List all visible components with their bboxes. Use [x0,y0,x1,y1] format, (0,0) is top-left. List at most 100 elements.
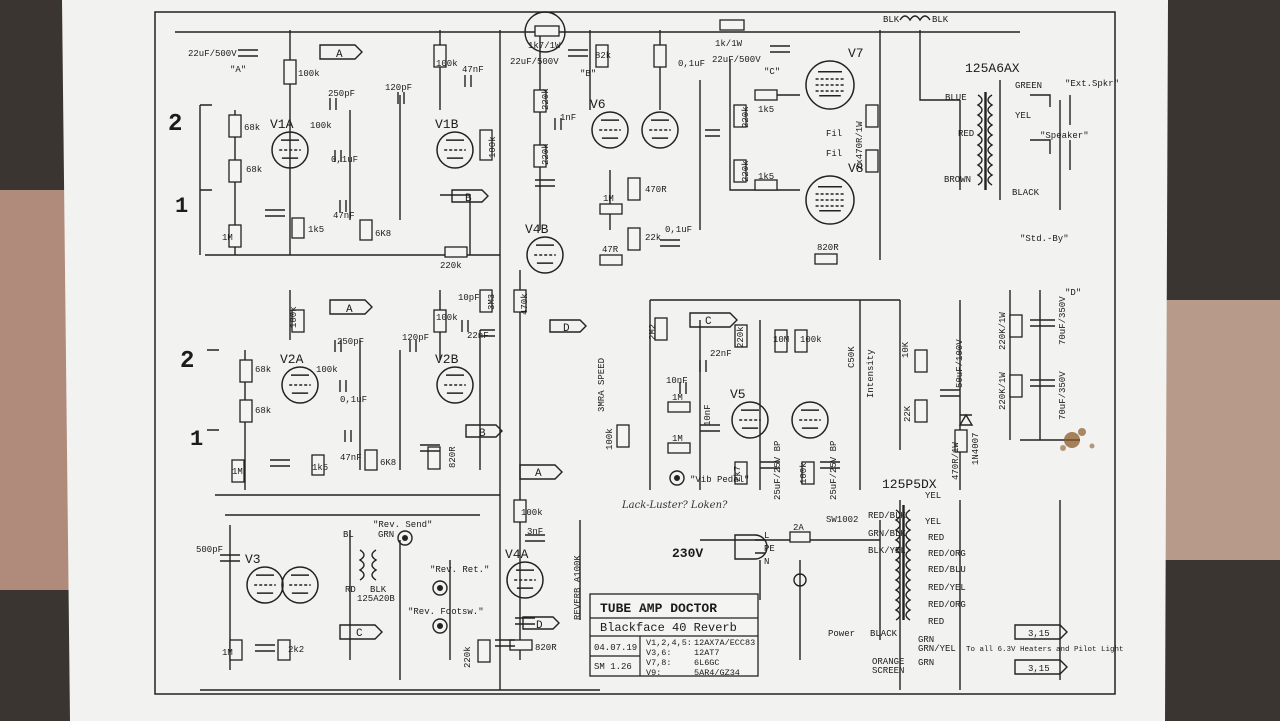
label-3nf: 3nF [527,527,543,537]
label-100k-speed: 100k [605,428,615,450]
tube-label-v4b: V4B [525,222,549,237]
tube-label-v4a: V4A [505,547,529,562]
tube-row-3-type: 6L6GC [694,658,720,668]
tube-label-v1b: V1B [435,117,459,132]
label-50uf: 50uF/100V [955,339,965,388]
label-01uf-c: 0,1uF [665,225,692,235]
label-grn-b: GRN [918,635,934,645]
label-intensity: Intensity [866,349,876,398]
tube-label-v2a: V2A [280,352,304,367]
label-yel-c: YEL [925,517,941,527]
label-1n4007: 1N4007 [971,433,981,465]
label-red-blu: RED/BLU [928,565,966,575]
label-red-org2: RED/ORG [928,600,966,610]
label-brown: BROWN [944,175,971,185]
label-500pf: 500pF [196,545,223,555]
label-grn: GRN [378,530,394,540]
tube-v5 [731,401,769,439]
tube-label-v3: V3 [245,552,261,567]
label-speaker: "Speaker" [1040,131,1089,141]
label-1m-v2: 1M [232,467,243,477]
tube-half-6 [641,111,679,149]
pillow-left [0,190,70,590]
ch2-input-2: 2 [180,348,194,375]
label-10pf: 10pF [458,293,480,303]
label-2a: 2A [793,523,804,533]
label-power: Power [828,629,855,639]
tube-label-v6: V6 [590,97,606,112]
flag-c-1: C [705,316,712,328]
label-47nf: 47nF [462,65,484,75]
label-l: L [764,531,769,541]
label-25uf-v5-a: 25uF/25V BP [773,441,783,500]
label-220k-v4a: 220k [463,646,473,668]
label-120pf: 120pF [385,83,412,93]
label-10k: 10K [901,341,911,358]
tube-label-v7: V7 [848,46,864,61]
label-47r: 47R [602,245,619,255]
flag-d-1: D [563,323,570,335]
label-220k-1w-b: 220K/1W [998,372,1008,410]
label-c50k: C50K [847,346,857,368]
handwritten-note: Lack-Luster? Loken? [621,500,728,511]
tube-v4b [526,236,564,274]
tube-half-10 [791,401,829,439]
label-100k-b: 100k [310,121,332,131]
label-100k-v2a: 100k [289,306,299,328]
capacitors [220,45,1055,652]
label-std-by: "Std.-By" [1020,234,1069,244]
label-100k-v1b: 100k [488,136,498,158]
label-250pf-2: 250pF [337,337,364,347]
title-sheet: SM 1.26 [594,662,632,672]
label-blk-r: BLK [932,15,949,25]
label-1k5: 1k5 [308,225,324,235]
flag-d-2: D [536,620,543,632]
label-2m2: 2M2 [648,324,658,340]
label-1m-v5-a: 1M [672,393,683,403]
label-68k-1: 68k [244,123,260,133]
ch2-input-1: 1 [190,427,203,452]
title-block [589,593,759,677]
tube-v4a [506,561,544,599]
label-470r-1w: 470R/1W [951,442,961,480]
transformers [358,15,994,621]
label-red-org: RED/ORG [928,549,966,559]
label-68k-3: 68k [255,365,271,375]
label-red-yel: RED/YEL [928,583,966,593]
label-1k5-v2: 1k5 [312,463,328,473]
label-yel: YEL [1015,111,1031,121]
flag-a-1: A [336,49,343,61]
label-22k: 22k [645,233,661,243]
label-3m3: 3M3 [487,294,497,310]
label-1m-b: 1M [603,194,614,204]
label-c-b: 22uF/500V [510,57,559,67]
label-yel-b: YEL [925,491,941,501]
label-01uf-b: 0,1uF [331,155,358,165]
label-1k5-c: 1k5 [758,172,774,182]
tube-row-1-type: 12AX7A/ECC83 [694,638,755,648]
label-470k: 470k [520,293,530,315]
label-pin-ref: 3,15 [1028,629,1050,639]
tube-row-2-ids: V3,6: [646,648,672,658]
label-2k7: 2k7 [733,466,743,482]
label-c-a: 22uF/500V [188,49,237,59]
label-black-b: BLACK [870,629,898,639]
label-ext-spkr: "Ext.Spkr" [1065,79,1119,89]
label-820r-v2b: 820R [448,446,458,468]
flag-b-1: B [465,193,472,205]
coffee-stain [1060,428,1095,451]
label-470r: 470R [645,185,667,195]
label-100k-a: 100k [298,69,320,79]
label-82k: 82k [595,51,611,61]
label-68k-4: 68k [255,406,271,416]
label-6k8-v2: 6K8 [380,458,396,468]
label-22nf: 22nF [467,331,489,341]
label-1m: 1M [222,233,233,243]
tube-v8 [805,175,855,225]
paper-sheet [62,0,1168,721]
label-25uf-v5-b: 25uF/25V BP [829,441,839,500]
label-red-b: RED [928,533,944,543]
label-node-b: "B" [580,69,596,79]
